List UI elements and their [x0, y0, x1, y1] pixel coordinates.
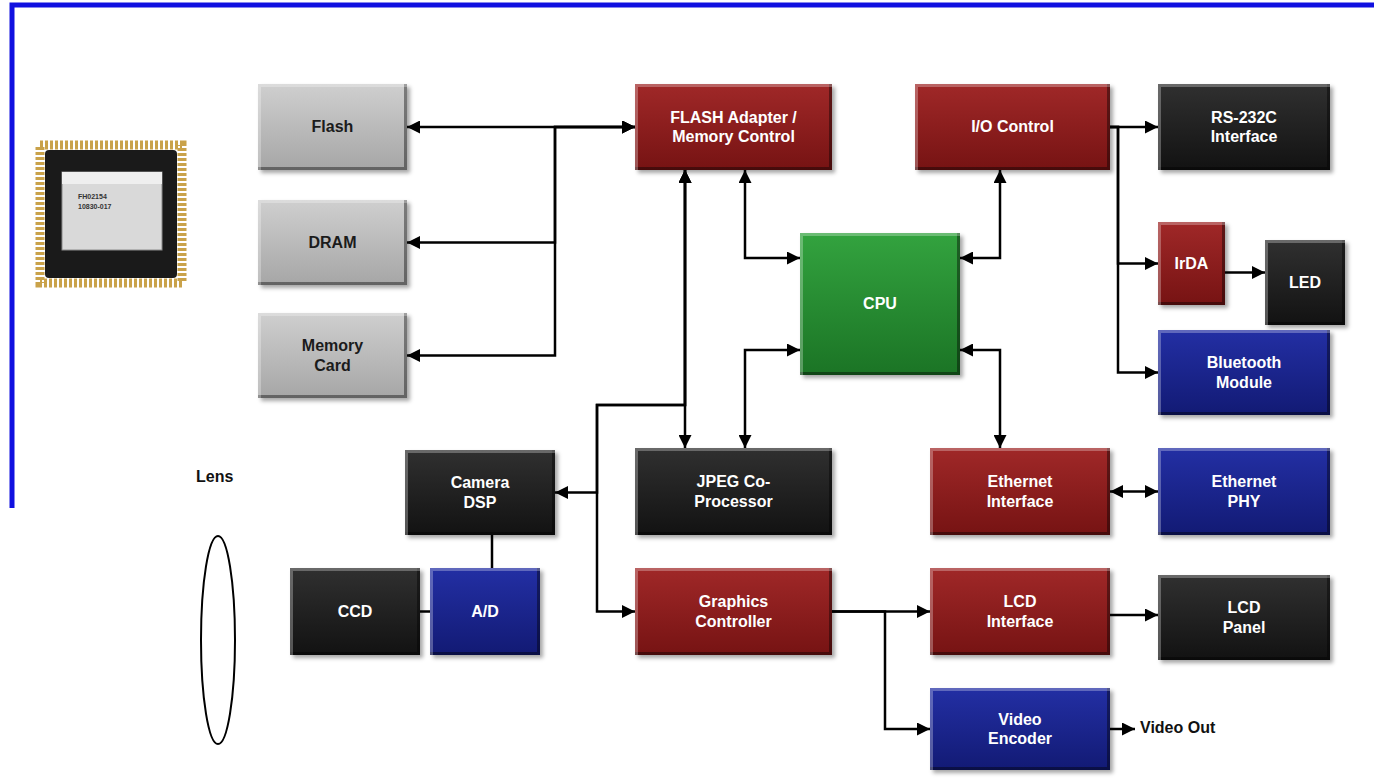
box-text: Memory Card [293, 336, 373, 374]
box-text: Graphics Controller [681, 592, 786, 630]
chip-illustration [40, 145, 182, 283]
controller-box: I/O Control [915, 84, 1110, 170]
bus-arrow [832, 612, 930, 730]
box-text: CPU [863, 294, 897, 313]
encoder-box: Video Encoder [930, 688, 1110, 770]
output-label: Video Out [1140, 719, 1215, 737]
device-box: Ethernet PHY [1158, 448, 1330, 535]
bus-arrow [1110, 614, 1158, 617]
interface-box: IrDA [1158, 222, 1225, 305]
page-frame [12, 5, 1374, 508]
interface-box: Ethernet Interface [930, 448, 1110, 535]
sensor-box: CCD [290, 568, 420, 655]
processor-box: JPEG Co-Processor [635, 448, 832, 535]
box-text: Camera DSP [440, 473, 520, 511]
box-text: Ethernet PHY [1204, 472, 1284, 510]
interface-box: LCD Interface [930, 568, 1110, 655]
box-text: Ethernet Interface [973, 472, 1068, 510]
bus-arrow [407, 127, 635, 243]
box-text: I/O Control [971, 117, 1054, 136]
box-text: CCD [338, 602, 373, 621]
lens-label: Lens [196, 468, 233, 486]
bus-arrow [555, 170, 685, 493]
controller-box: Graphics Controller [635, 568, 832, 655]
bus-arrow [420, 610, 430, 613]
chip-marking: 10830-017 [78, 203, 111, 210]
processor-box: Camera DSP [405, 450, 555, 535]
bus-arrow [745, 170, 800, 258]
device-box: LED [1265, 240, 1345, 325]
module-box: Bluetooth Module [1158, 330, 1330, 415]
bus-arrow [1110, 127, 1158, 373]
chip-lid [62, 172, 162, 250]
box-text: LCD Panel [1214, 598, 1274, 636]
lens-outline [201, 536, 235, 744]
box-text: DRAM [309, 233, 357, 252]
memory-box: Flash [258, 84, 407, 170]
chip-body [45, 150, 177, 278]
bus-arrow [960, 170, 1000, 258]
box-text: A/D [471, 602, 499, 621]
bus-arrow [1110, 490, 1158, 493]
box-text: Flash [312, 117, 354, 136]
box-text: LCD Interface [973, 592, 1068, 630]
controller-box: FLASH Adapter / Memory Control [635, 84, 832, 170]
converter-box: A/D [430, 568, 540, 655]
bus-arrow [960, 350, 1000, 448]
box-text: IrDA [1175, 254, 1209, 273]
device-box: LCD Panel [1158, 575, 1330, 660]
bus-arrow [745, 350, 800, 448]
box-text: JPEG Co-Processor [676, 472, 791, 510]
memory-box: DRAM [258, 200, 407, 285]
bus-arrow [1225, 271, 1265, 274]
processor-box: CPU [800, 233, 960, 375]
bus-arrow [491, 535, 494, 568]
box-text: Video Encoder [985, 710, 1055, 748]
bus-arrow [597, 170, 685, 612]
chip-marking: FH02154 [78, 193, 107, 200]
video-out-arrow [1110, 728, 1135, 731]
interface-box: RS-232C Interface [1158, 84, 1330, 170]
box-text: Bluetooth Module [1194, 353, 1294, 391]
box-text: LED [1289, 273, 1321, 292]
box-text: RS-232C Interface [1197, 108, 1292, 146]
box-text: FLASH Adapter / Memory Control [659, 108, 809, 146]
bus-arrow [407, 127, 635, 356]
chip-lid-shine [62, 172, 162, 184]
memory-box: Memory Card [258, 313, 407, 398]
chip-pins [40, 145, 182, 283]
